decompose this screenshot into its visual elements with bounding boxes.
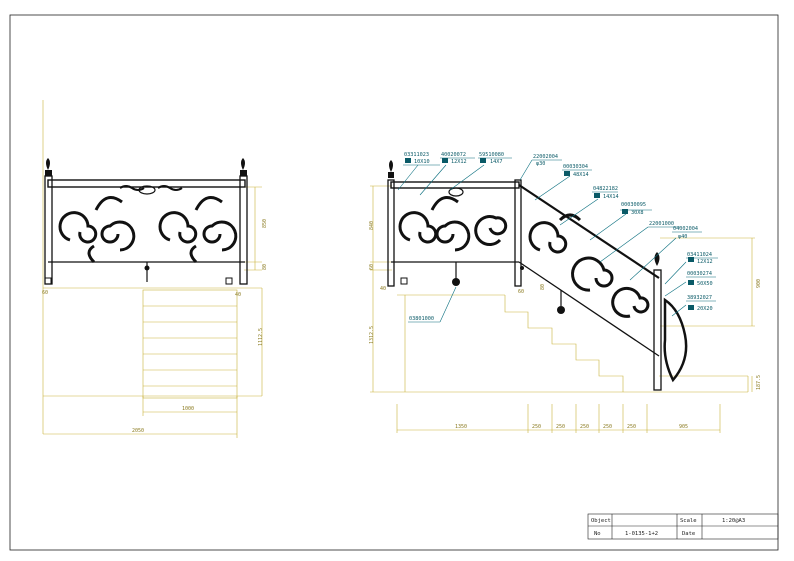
- side-dim-seg-0: 1350: [455, 424, 467, 430]
- front-dim-inner-width: 1000: [182, 406, 194, 412]
- title-date-label: Date: [682, 531, 695, 537]
- part-size-6: 30X8: [631, 210, 644, 216]
- part-size-2: 14X7: [490, 159, 503, 165]
- side-dim-seg-5: 250: [627, 424, 636, 430]
- part-size-8: φ40: [678, 234, 687, 240]
- part-code-1: 40020072: [441, 152, 466, 158]
- side-dim-stair-height: 1312.5: [369, 326, 375, 344]
- front-dim-stair-height: 1112.5: [258, 328, 264, 346]
- part-code-11: 38932027: [687, 295, 712, 301]
- side-dim-post: 80: [540, 284, 546, 290]
- side-dim-seg-4: 250: [603, 424, 612, 430]
- front-dim-overall-width: 2050: [132, 428, 144, 434]
- part-size-4: 48X14: [573, 172, 589, 178]
- side-dim-lower: 60: [518, 289, 524, 295]
- front-dim-right-bottom: 40: [235, 292, 241, 298]
- title-scale-label: Scale: [680, 518, 697, 524]
- part-code-0: 03311023: [404, 152, 429, 158]
- side-dim-seg-1: 250: [532, 424, 541, 430]
- part-code-3: 22002004: [533, 154, 558, 160]
- part-size-11: 20X20: [697, 306, 713, 312]
- side-dim-left-bottom: 40: [380, 286, 386, 292]
- side-view: 840 60 40 1312.5 80 60 900 187.5 1350 25…: [369, 152, 762, 433]
- side-dim-right-height: 900: [756, 279, 762, 288]
- side-dim-seg-6: 905: [679, 424, 688, 430]
- side-dim-seg-2: 250: [556, 424, 565, 430]
- front-view: 850 80 60 40 1112.5 1000 2050: [42, 100, 268, 438]
- front-dim-left-bottom: 60: [42, 290, 48, 296]
- part-code-8: 04002004: [673, 226, 698, 232]
- sheet-border: [9, 14, 779, 551]
- side-dim-left-small: 60: [369, 264, 375, 270]
- title-no-value: 1-0135-1+2: [625, 531, 658, 537]
- front-dim-height-right: 850: [262, 219, 268, 228]
- part-size-1: 12X12: [451, 159, 467, 165]
- part-code-4: 00030304: [563, 164, 588, 170]
- title-object-label: Object: [591, 518, 611, 524]
- side-dim-left-height: 840: [369, 221, 375, 230]
- title-scale-value: 1:20@A3: [722, 518, 745, 524]
- part-code-12: 03801000: [409, 316, 434, 322]
- front-dim-small-right: 80: [262, 264, 268, 270]
- part-size-5: 14X14: [603, 194, 619, 200]
- part-size-3: φ30: [536, 161, 545, 167]
- title-block: Object Scale 1:20@A3 No 1-0135-1+2 Date: [587, 513, 779, 540]
- side-dim-seg-3: 250: [580, 424, 589, 430]
- part-code-5: 04822182: [593, 186, 618, 192]
- title-no-label: No: [594, 531, 601, 537]
- part-code-7: 22001000: [649, 221, 674, 227]
- side-dim-right-bottom: 187.5: [756, 375, 762, 390]
- part-size-10: 50X50: [697, 281, 713, 287]
- part-size-9: 12X12: [697, 259, 713, 265]
- part-code-6: 00030095: [621, 202, 646, 208]
- part-code-9: 03411024: [687, 252, 712, 258]
- part-size-0: 10X10: [414, 159, 430, 165]
- part-code-2: 59510080: [479, 152, 504, 158]
- part-code-10: 00030274: [687, 271, 712, 277]
